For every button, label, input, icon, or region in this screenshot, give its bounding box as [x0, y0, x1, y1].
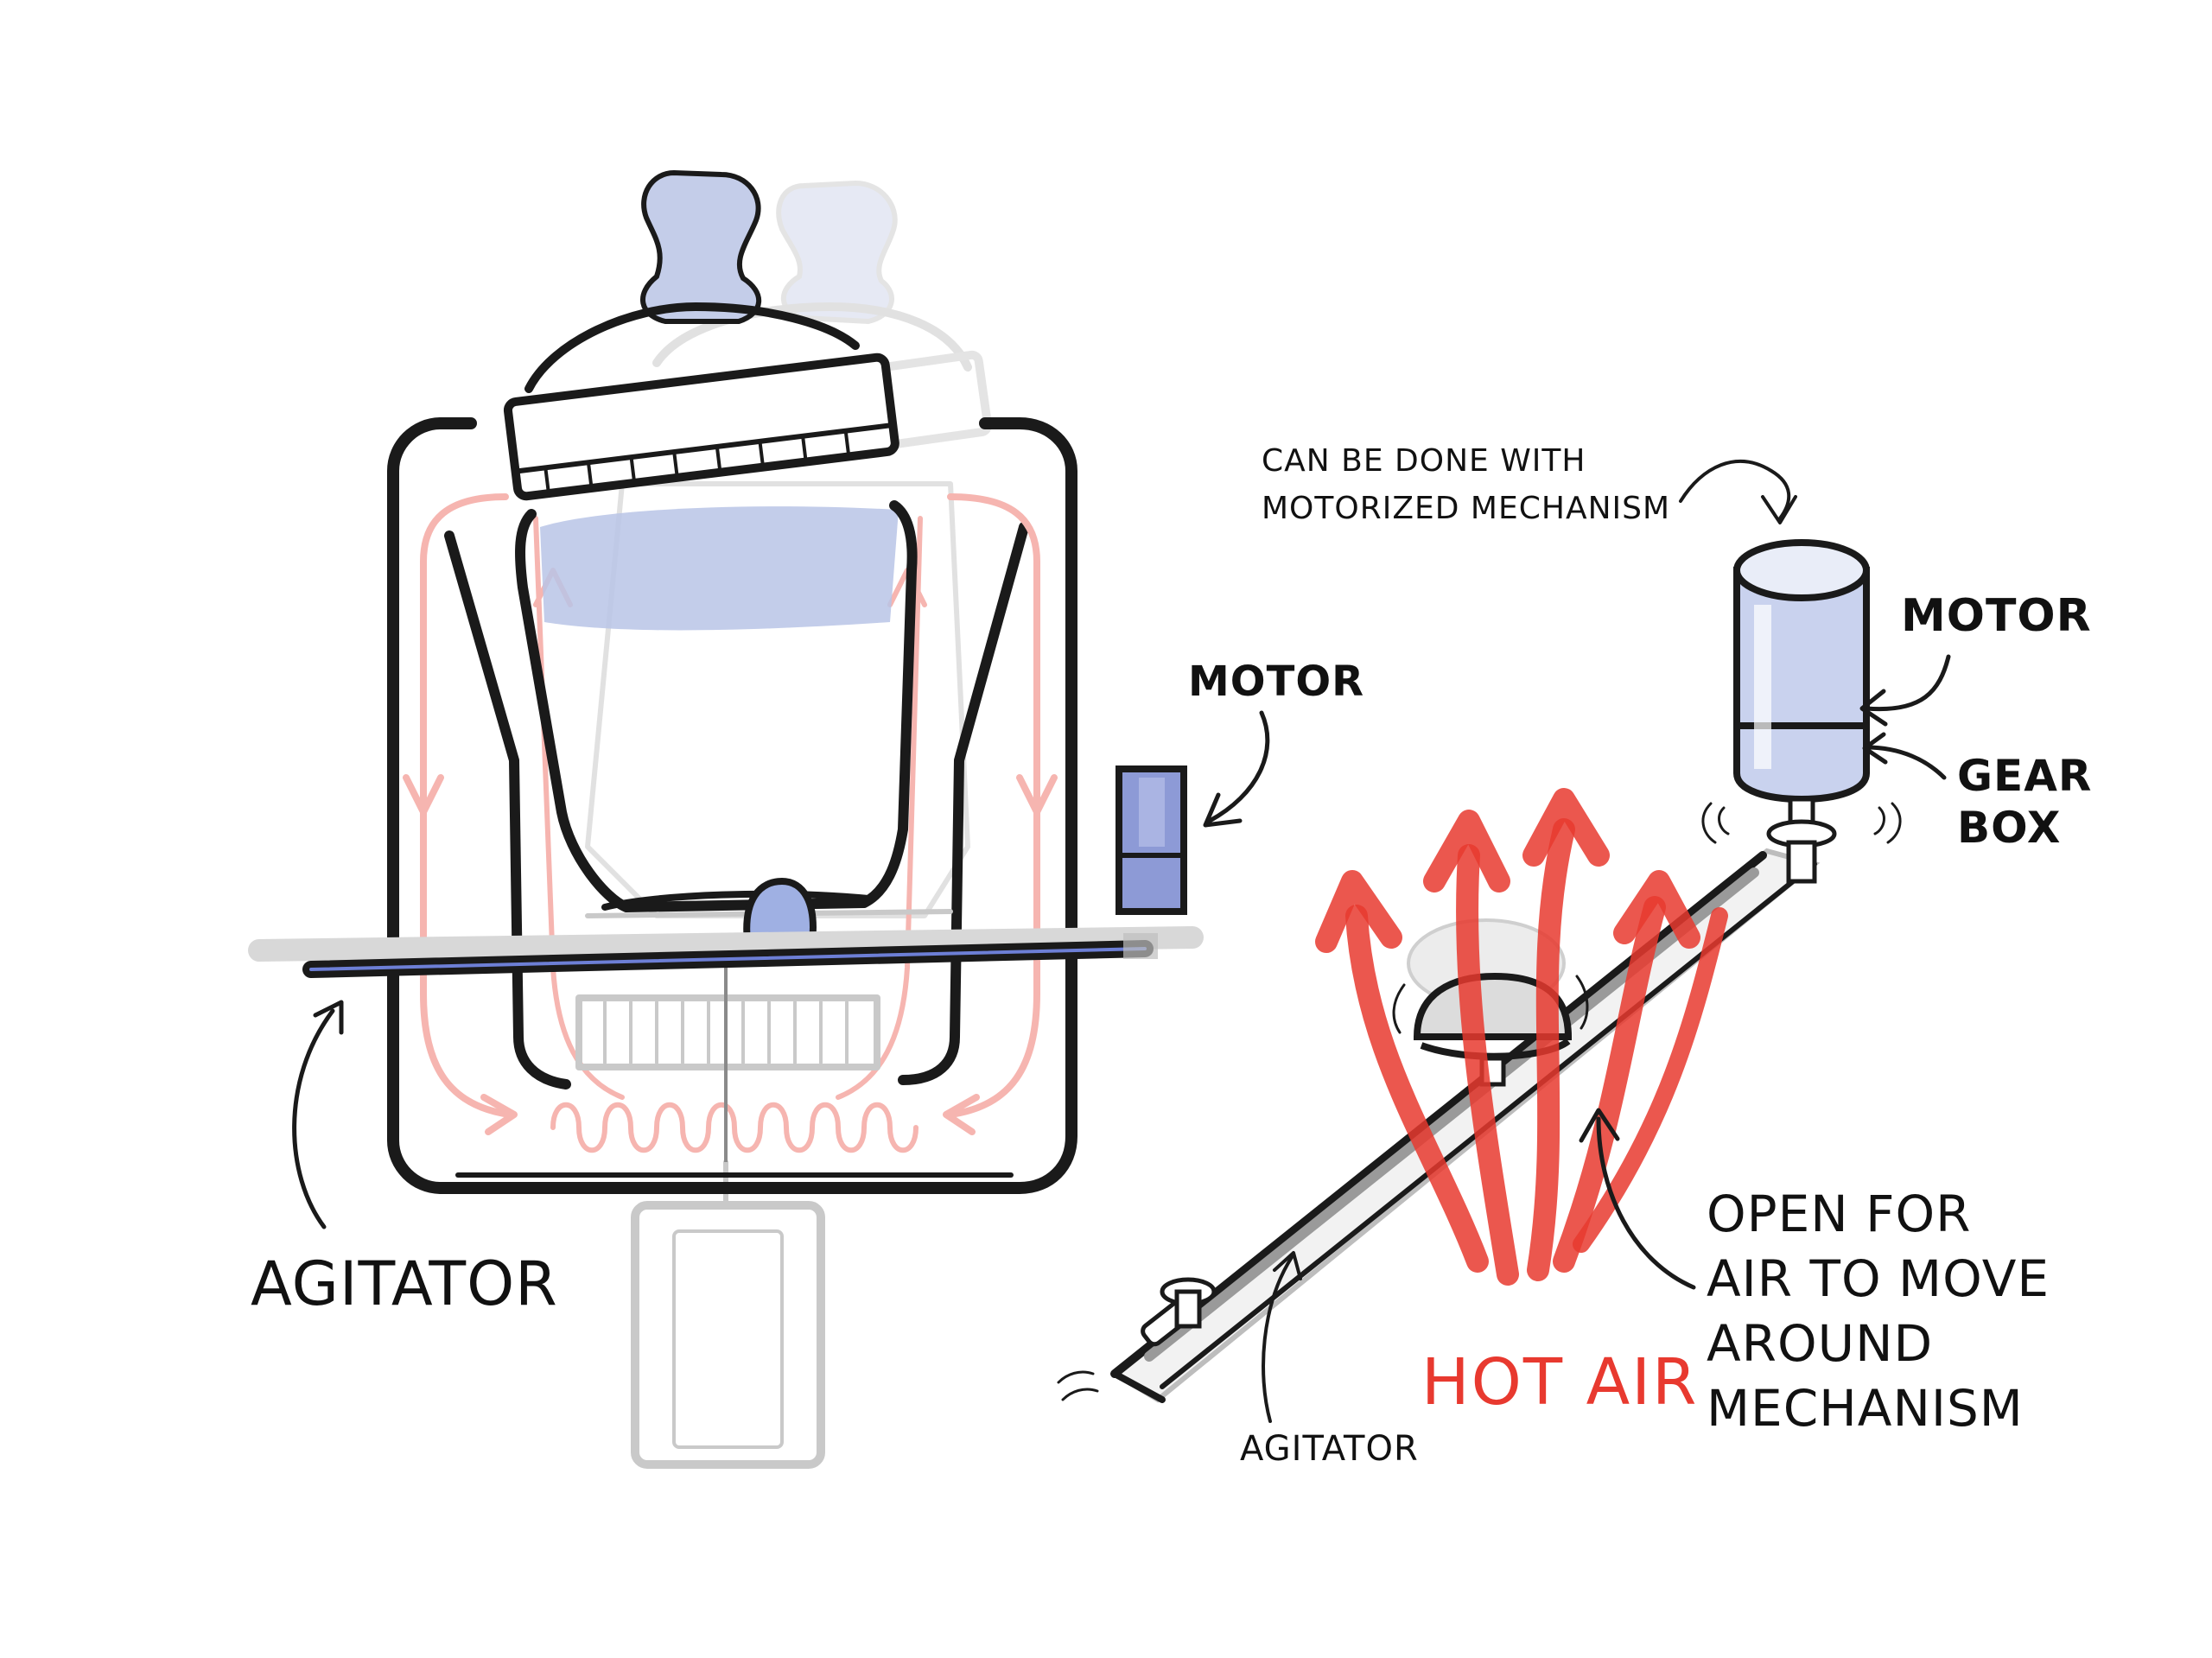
hot-air-label: HOT AIR	[1421, 1345, 1698, 1420]
gear-box-arrow	[1862, 732, 1947, 780]
warmer-housing	[387, 417, 1077, 1194]
agitator-right-arrow	[1262, 1251, 1302, 1423]
motor-left-arrow	[1203, 710, 1270, 828]
warmer-cross-section: MOTOR AGITATOR	[248, 169, 1364, 1469]
note-line-2: MOTORIZED MECHANISM	[1262, 491, 1670, 526]
note-line-1: CAN BE DONE WITH	[1262, 443, 1586, 479]
agitator-right-label: AGITATOR	[1240, 1429, 1419, 1469]
agitator-left-arrow	[292, 1000, 344, 1229]
open-air-line-4: MECHANISM	[1707, 1379, 2024, 1438]
bottle-nipple	[640, 169, 762, 324]
open-air-arrow	[1579, 1108, 1696, 1290]
agitator-pivot	[743, 877, 817, 945]
gear-box-label-line-2: BOX	[1957, 803, 2061, 853]
bottle-liquid	[540, 506, 899, 631]
motor-right-arrow	[1859, 654, 1951, 727]
motor-left-label: MOTOR	[1188, 657, 1364, 706]
heating-coil	[550, 1102, 918, 1153]
baby-bottle	[503, 169, 953, 918]
motor-right-label: MOTOR	[1901, 590, 2092, 642]
note-arrow	[1679, 460, 1797, 524]
open-air-line-1: OPEN FOR	[1707, 1185, 1971, 1243]
base-unit-ghost	[631, 1159, 825, 1469]
fan-grille	[575, 968, 880, 1162]
agitator-mechanism-detail: CAN BE DONE WITH MOTORIZED MECHANISM MOT…	[1057, 443, 2092, 1469]
open-air-line-2: AIR TO MOVE	[1707, 1249, 2050, 1308]
motor-left	[1116, 765, 1187, 915]
gear-box-label-line-1: GEAR	[1957, 751, 2092, 801]
motor-right	[1701, 539, 1902, 884]
agitator-left-label: AGITATOR	[251, 1248, 558, 1319]
open-air-line-3: AROUND	[1707, 1314, 1933, 1373]
agitator-rod-left	[248, 926, 1204, 978]
